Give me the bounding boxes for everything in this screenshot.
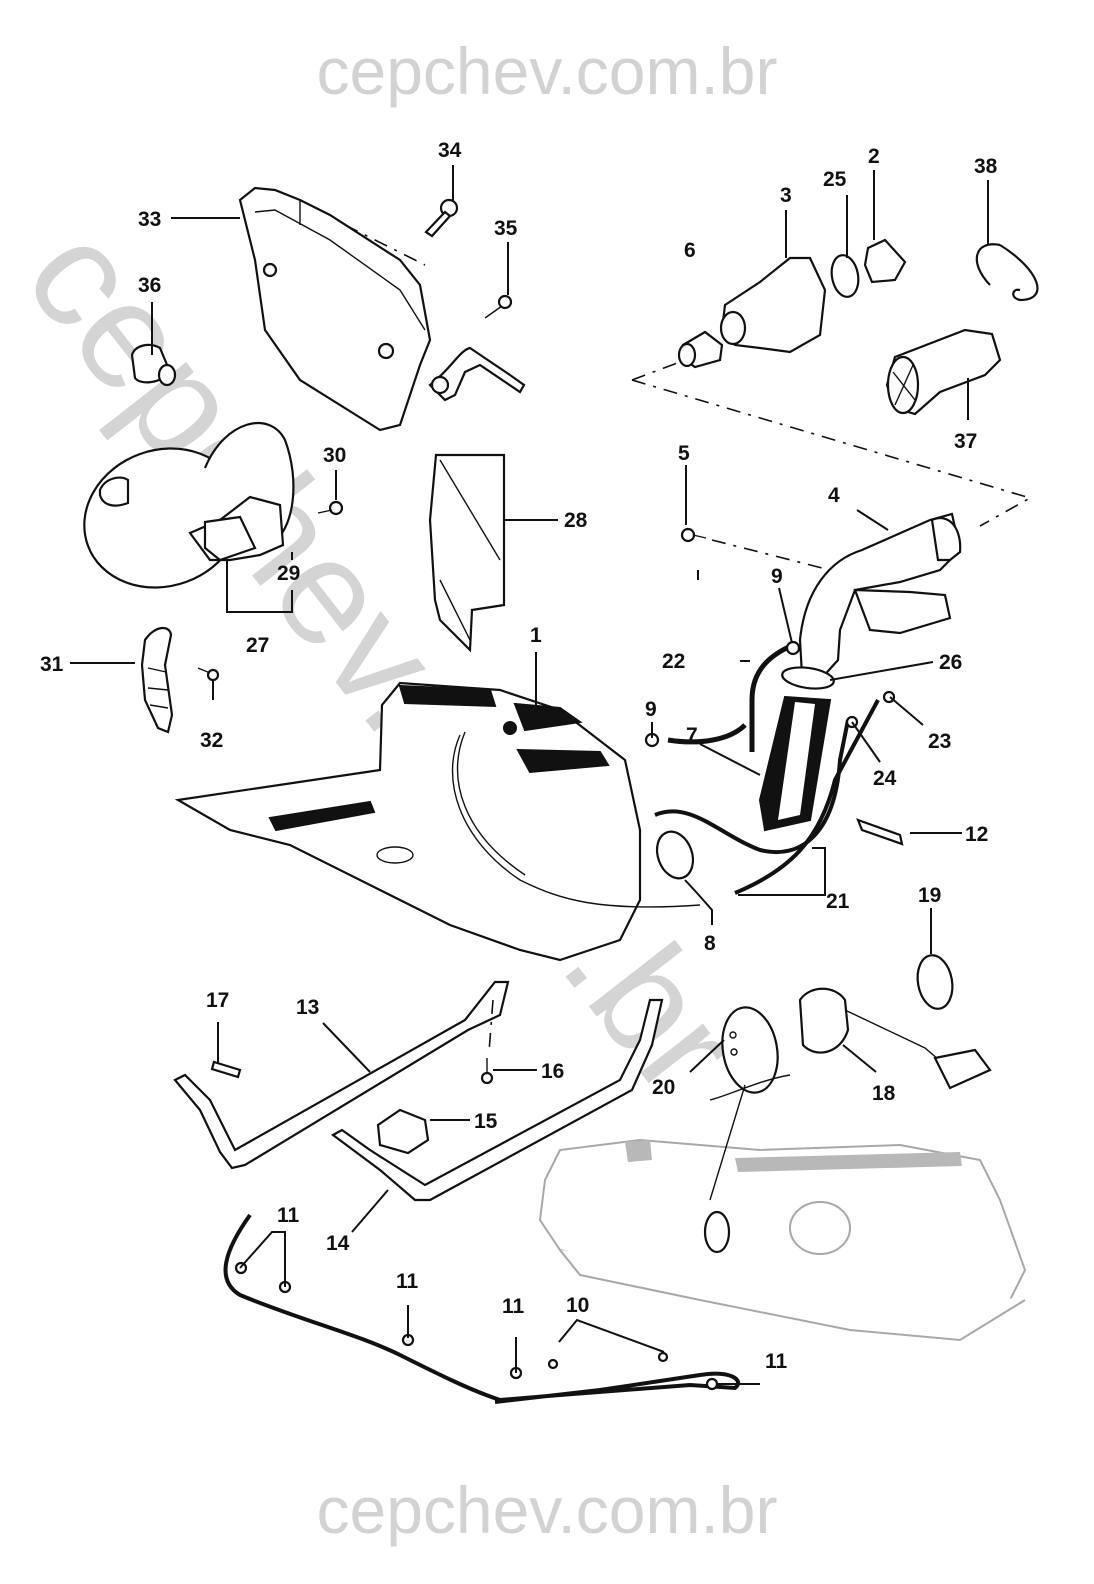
callout-11-d: 11 [765, 1350, 788, 1373]
part-13-tank-strap [173, 980, 510, 1170]
callout-27: 27 [246, 634, 269, 657]
callout-18: 18 [872, 1082, 896, 1105]
part-30-screw [317, 500, 344, 516]
callout-15: 15 [474, 1110, 498, 1133]
callout-30: 30 [323, 444, 346, 467]
callout-5: 5 [678, 442, 690, 465]
part-2-plug [863, 238, 907, 284]
callout-33: 33 [138, 208, 161, 231]
part-21-fuel-lines [654, 699, 880, 895]
fuel-tank-ghost [538, 1138, 1027, 1342]
callout-21: 21 [826, 890, 850, 913]
assembly-line-5 [711, 539, 831, 571]
part-28-heat-shield [428, 453, 506, 653]
callout-32: 32 [200, 729, 223, 752]
part-9-hose-clamp-upper [785, 640, 801, 656]
callout-29: 29 [277, 562, 300, 585]
part-15-bumper-block [376, 1108, 430, 1155]
part-37-filler-neck-adapter [885, 328, 1002, 416]
part-6-cap-insert [677, 330, 724, 369]
callout-24: 24 [873, 767, 897, 790]
callout-23: 23 [928, 730, 951, 753]
part-32-screw [197, 667, 220, 682]
part-31-bracket [140, 627, 174, 734]
callout-36: 36 [138, 274, 161, 297]
part-33-evap-canister [238, 186, 526, 432]
callout-19: 19 [918, 884, 941, 907]
callout-9-lower: 9 [645, 698, 657, 721]
callout-12: 12 [965, 823, 988, 846]
part-10-clips [547, 1351, 669, 1370]
part-26-seal [781, 666, 835, 690]
leader-lines [70, 165, 989, 1385]
part-19-seal-ring [916, 954, 954, 1010]
part-20-lock-ring [721, 1006, 779, 1094]
callout-1: 1 [530, 624, 542, 647]
callout-labels: 1 2 3 4 5 6 7 8 9 9 10 11 11 11 11 12 13… [40, 139, 998, 1373]
part-1-fuel-tank [174, 681, 701, 962]
part-17-pin [210, 1060, 242, 1079]
callout-11-a: 11 [277, 1204, 300, 1227]
part-23-fitting [882, 690, 896, 704]
callout-22: 22 [662, 650, 685, 673]
callout-35: 35 [494, 217, 518, 240]
part-22-vent-hose [749, 642, 795, 752]
part-12-strap-tie [856, 818, 904, 846]
part-18-fuel-sender [703, 987, 992, 1254]
callout-20: 20 [652, 1076, 675, 1099]
assembly-line-cap [631, 361, 681, 381]
callout-9-upper: 9 [771, 565, 783, 588]
part-38-retaining-clip [975, 243, 1039, 302]
part-14-tank-strap [330, 998, 664, 1202]
callout-14: 14 [326, 1232, 350, 1255]
callout-13: 13 [296, 996, 319, 1019]
callout-11-b: 11 [396, 1270, 419, 1293]
callout-38: 38 [974, 155, 998, 178]
callout-28: 28 [564, 509, 588, 532]
part-7-filler-hose [758, 695, 832, 832]
watermark-top: cepchev.com.br [316, 34, 778, 108]
callout-6: 6 [684, 239, 696, 262]
callout-26: 26 [939, 651, 962, 674]
watermark-bottom: cepchev.com.br [316, 1473, 778, 1547]
part-lid-fuel-door [83, 447, 243, 589]
callout-10: 10 [566, 1294, 589, 1317]
callout-37: 37 [954, 430, 977, 453]
callout-31: 31 [40, 653, 64, 676]
callout-2: 2 [868, 145, 880, 168]
callout-4: 4 [828, 484, 840, 507]
callout-25: 25 [823, 168, 847, 191]
part-3-boot [719, 256, 827, 354]
part-4-filler-neck [798, 512, 962, 682]
part-16-bolt [480, 999, 494, 1085]
callout-16: 16 [541, 1060, 564, 1083]
callout-7: 7 [686, 724, 698, 747]
callout-17: 17 [206, 989, 229, 1012]
part-34-screw [424, 198, 459, 238]
callout-8: 8 [704, 932, 716, 955]
part-27-fuel-door-housing [188, 495, 285, 562]
callout-3: 3 [780, 184, 792, 207]
part-5-screw [680, 527, 707, 543]
assembly-line-neck [631, 379, 1033, 527]
part-8-clamp [655, 830, 695, 880]
part-36-grommet [130, 343, 177, 387]
part-25-o-ring [830, 254, 860, 298]
callout-34: 34 [438, 139, 462, 162]
part-35-screw [484, 294, 513, 319]
callout-11-c: 11 [502, 1295, 525, 1318]
